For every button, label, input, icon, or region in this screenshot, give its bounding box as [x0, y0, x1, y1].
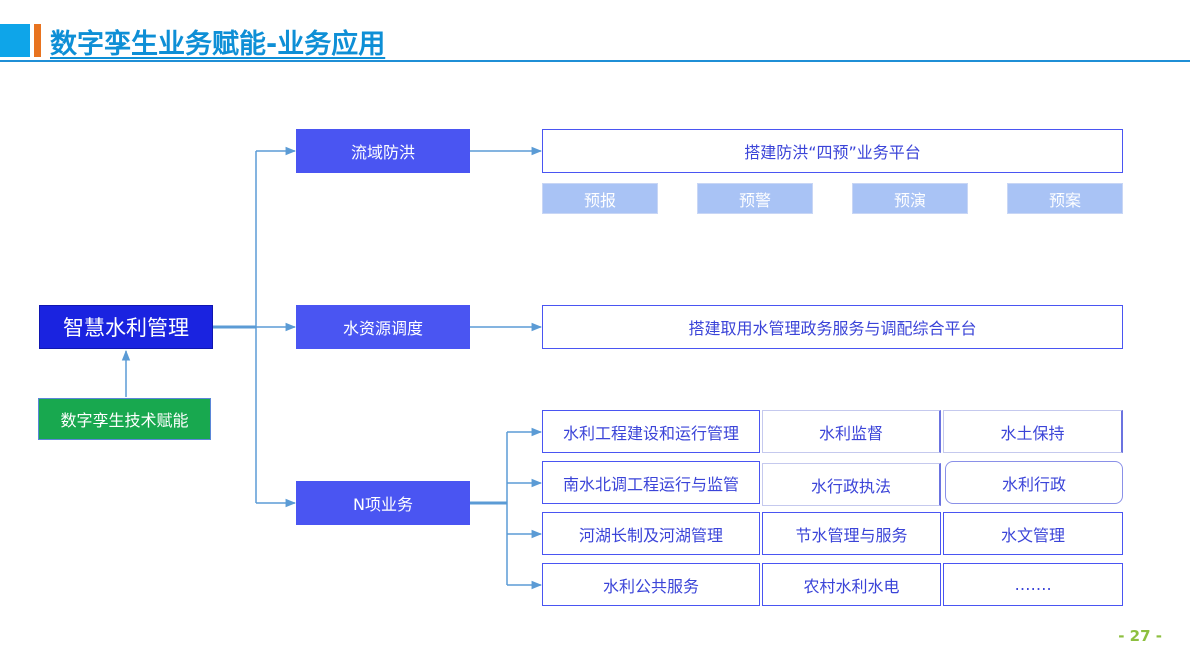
sub-item-warning: 预警	[697, 183, 813, 214]
root-node: 智慧水利管理	[39, 305, 213, 349]
branch-water-resources: 水资源调度	[296, 305, 470, 349]
branch-flood-control: 流域防洪	[296, 129, 470, 173]
page-number: - 27 -	[1118, 627, 1162, 645]
title-accent-cyan	[0, 24, 30, 57]
service-cell: 水利公共服务	[542, 563, 760, 606]
service-cell: 水利工程建设和运行管理	[542, 410, 760, 453]
service-cell: 水文管理	[943, 512, 1123, 555]
branch-n-business: N项业务	[296, 481, 470, 525]
title-accent-orange	[34, 24, 41, 57]
sub-item-rehearsal: 预演	[852, 183, 968, 214]
water-platform: 搭建取用水管理政务服务与调配综合平台	[542, 305, 1123, 349]
service-cell: 水行政执法	[762, 463, 941, 506]
sub-item-plan: 预案	[1007, 183, 1123, 214]
tech-support-node: 数字孪生技术赋能	[38, 398, 211, 440]
service-cell: 南水北调工程运行与监管	[542, 461, 760, 504]
service-cell: 节水管理与服务	[762, 512, 941, 555]
service-cell: 水利行政	[945, 461, 1123, 504]
sub-item-forecast: 预报	[542, 183, 658, 214]
slide-title: 数字孪生业务赋能-业务应用	[50, 29, 386, 60]
service-cell: …….	[943, 563, 1123, 606]
title-rule	[0, 60, 1190, 62]
flood-platform: 搭建防洪“四预”业务平台	[542, 129, 1123, 173]
service-cell: 农村水利水电	[762, 563, 941, 606]
service-cell: 水土保持	[943, 410, 1123, 453]
service-cell: 河湖长制及河湖管理	[542, 512, 760, 555]
service-cell: 水利监督	[762, 410, 941, 453]
